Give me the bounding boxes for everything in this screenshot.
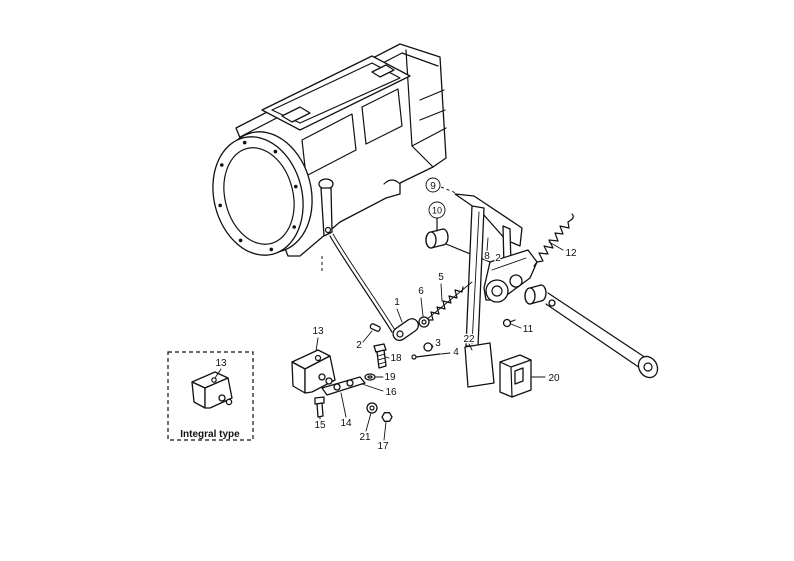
adjust-bolt <box>502 318 516 328</box>
hex-nut <box>381 412 393 422</box>
leader-line <box>548 241 564 251</box>
leader-line <box>440 186 457 194</box>
leader-line <box>385 356 390 359</box>
leader-line <box>431 344 434 348</box>
callout-circle <box>428 201 446 219</box>
pivot-axis <box>445 243 491 263</box>
callout-label: 2 <box>495 253 501 264</box>
leader-lines <box>315 186 564 441</box>
pedal-pad <box>464 342 495 388</box>
bolt <box>373 343 387 369</box>
inset-caption: Integral type <box>180 429 240 440</box>
flange-bolts <box>218 140 298 252</box>
housing-window <box>281 106 311 123</box>
housing-side-panel <box>361 88 403 145</box>
callout-label: 20 <box>548 373 560 384</box>
adjust-plate <box>321 376 366 396</box>
leader-line <box>486 237 489 252</box>
callout-label: 1 <box>394 297 400 308</box>
washer <box>418 316 430 328</box>
pedal-arm-edge <box>471 211 480 345</box>
shaft-bushing <box>524 284 547 305</box>
clevis-pin <box>369 323 381 332</box>
callout-label: 5 <box>438 272 444 283</box>
leader-line <box>315 337 319 352</box>
lock-nut <box>366 402 378 414</box>
housing-end-seam <box>405 49 447 168</box>
callout-label: 6 <box>418 286 424 297</box>
callout-label: 21 <box>359 432 371 443</box>
inset-integral-type: 13 Integral type <box>167 351 254 441</box>
callout-labels: 9 10 8 2 12 5 6 1 11 22 2 3 4 18 19 16 1… <box>311 177 578 453</box>
leader-line <box>365 412 372 432</box>
leader-line <box>361 383 384 392</box>
housing-rib <box>419 89 446 121</box>
housing-flange <box>212 131 313 256</box>
callout-label: 12 <box>565 248 577 259</box>
flange-bore <box>223 147 295 245</box>
bushing <box>425 228 449 249</box>
pedal-upper-plate <box>454 193 523 247</box>
callout-label: 15 <box>314 420 326 431</box>
leader-line <box>440 352 451 355</box>
callout-label: 8 <box>484 251 490 262</box>
leader-line <box>420 297 424 317</box>
inset-frame <box>167 351 254 441</box>
link-lever <box>392 318 420 342</box>
spring-washer <box>364 373 376 381</box>
pedal-boss <box>509 274 523 288</box>
integral-bracket <box>191 371 233 409</box>
return-spring <box>533 213 574 267</box>
linkage-rod <box>329 233 396 333</box>
callout-label: 17 <box>377 441 389 452</box>
pedal-hub <box>485 279 509 303</box>
leader-line <box>214 368 222 379</box>
pedal-arm <box>465 205 485 347</box>
callout-label: 11 <box>523 324 534 335</box>
callout-label: 16 <box>385 387 397 398</box>
leader-line <box>340 392 347 418</box>
rod-spring <box>419 281 473 326</box>
leader-line <box>440 283 443 302</box>
housing-foot <box>383 179 401 185</box>
cross-shaft <box>545 292 659 379</box>
callout-label: 22 <box>463 334 475 345</box>
callout-label: 4 <box>453 347 459 358</box>
callout-label: 13 <box>312 326 324 337</box>
callout-label: 2 <box>356 340 362 351</box>
leader-line <box>362 330 373 343</box>
stopper-block <box>499 354 532 398</box>
cotter-pin <box>411 353 441 360</box>
release-lever <box>318 178 334 237</box>
leader-line <box>383 421 387 441</box>
callout-label: 19 <box>384 372 396 383</box>
nut <box>423 342 433 352</box>
callout-label: 3 <box>435 338 441 349</box>
callout-label: 10 <box>432 206 442 216</box>
mounting-bracket <box>291 349 336 394</box>
leader-line <box>396 308 403 323</box>
callout-label: 14 <box>340 418 352 429</box>
housing-side-panel <box>301 113 357 177</box>
callout-circle <box>425 177 441 193</box>
callout-label: 9 <box>430 181 436 192</box>
callout-label: 18 <box>390 353 402 364</box>
leader-line <box>468 343 473 351</box>
leader-line <box>510 323 522 329</box>
housing-window <box>371 64 395 78</box>
bracket-bolt <box>314 396 325 418</box>
inset-callout-label: 13 <box>215 358 227 369</box>
bracket-edge <box>491 257 527 271</box>
pedal-hub-bore <box>491 285 503 297</box>
